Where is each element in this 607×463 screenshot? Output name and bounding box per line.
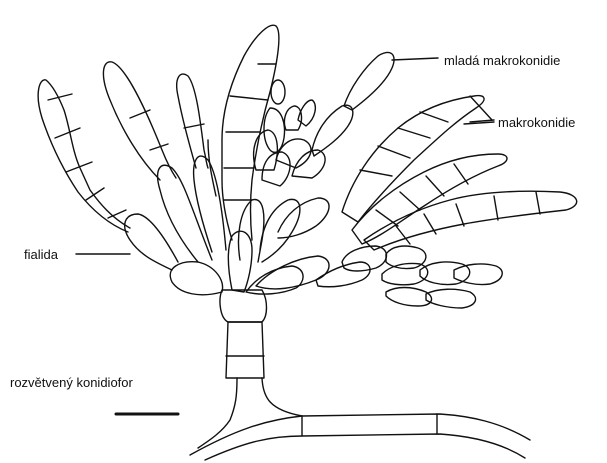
left-phialides: [103, 62, 226, 262]
central-conidial-chain: [222, 25, 279, 240]
hypha: [190, 414, 530, 460]
conidiophore-stalk: [198, 290, 302, 448]
metulae: [170, 231, 329, 295]
label-pointers: [76, 122, 494, 254]
lower-right-conidia: [316, 246, 502, 308]
young-macroconidium-branch: [312, 52, 438, 156]
young-macroconidium-label: mladá makrokonidie: [444, 54, 560, 67]
macroconidia-label: makrokonidie: [498, 116, 575, 129]
phialide-label: fialida: [24, 248, 58, 261]
branched-conidiophore-label: rozvětvený konidiofor: [10, 376, 133, 389]
